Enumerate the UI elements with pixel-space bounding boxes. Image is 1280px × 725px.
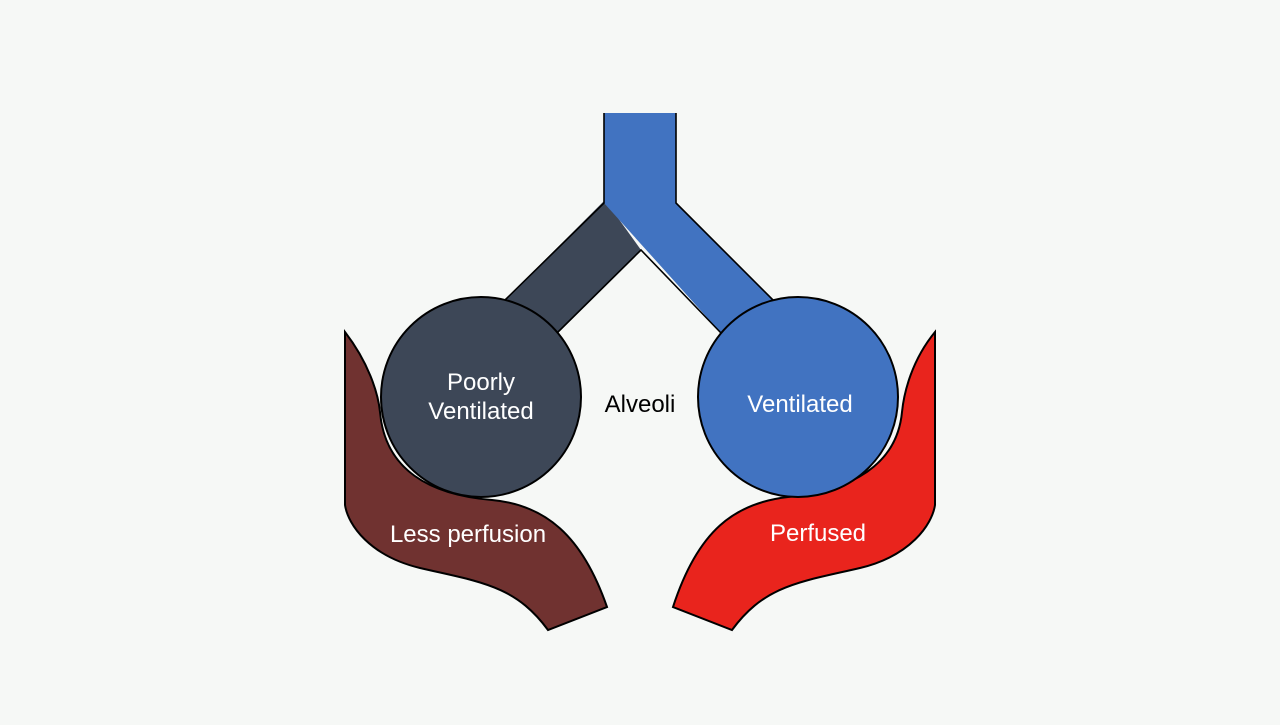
- right-alveolus: [697, 296, 899, 498]
- airway-outline: [504, 113, 774, 334]
- left-alveolus-label-line1: Poorly: [447, 369, 515, 396]
- right-alveolus-label: Ventilated: [747, 391, 852, 418]
- center-label: Alveoli: [605, 391, 676, 418]
- left-alveolus-label-line2: Ventilated: [428, 398, 533, 425]
- left-bronchus: [505, 200, 641, 333]
- left-alveolus: [380, 296, 582, 498]
- trachea-right-bronchus: [604, 113, 773, 333]
- left-vessel-label: Less perfusion: [390, 521, 546, 548]
- right-vessel-label: Perfused: [770, 520, 866, 547]
- right-vessel: [671, 329, 936, 632]
- left-vessel: [344, 329, 609, 632]
